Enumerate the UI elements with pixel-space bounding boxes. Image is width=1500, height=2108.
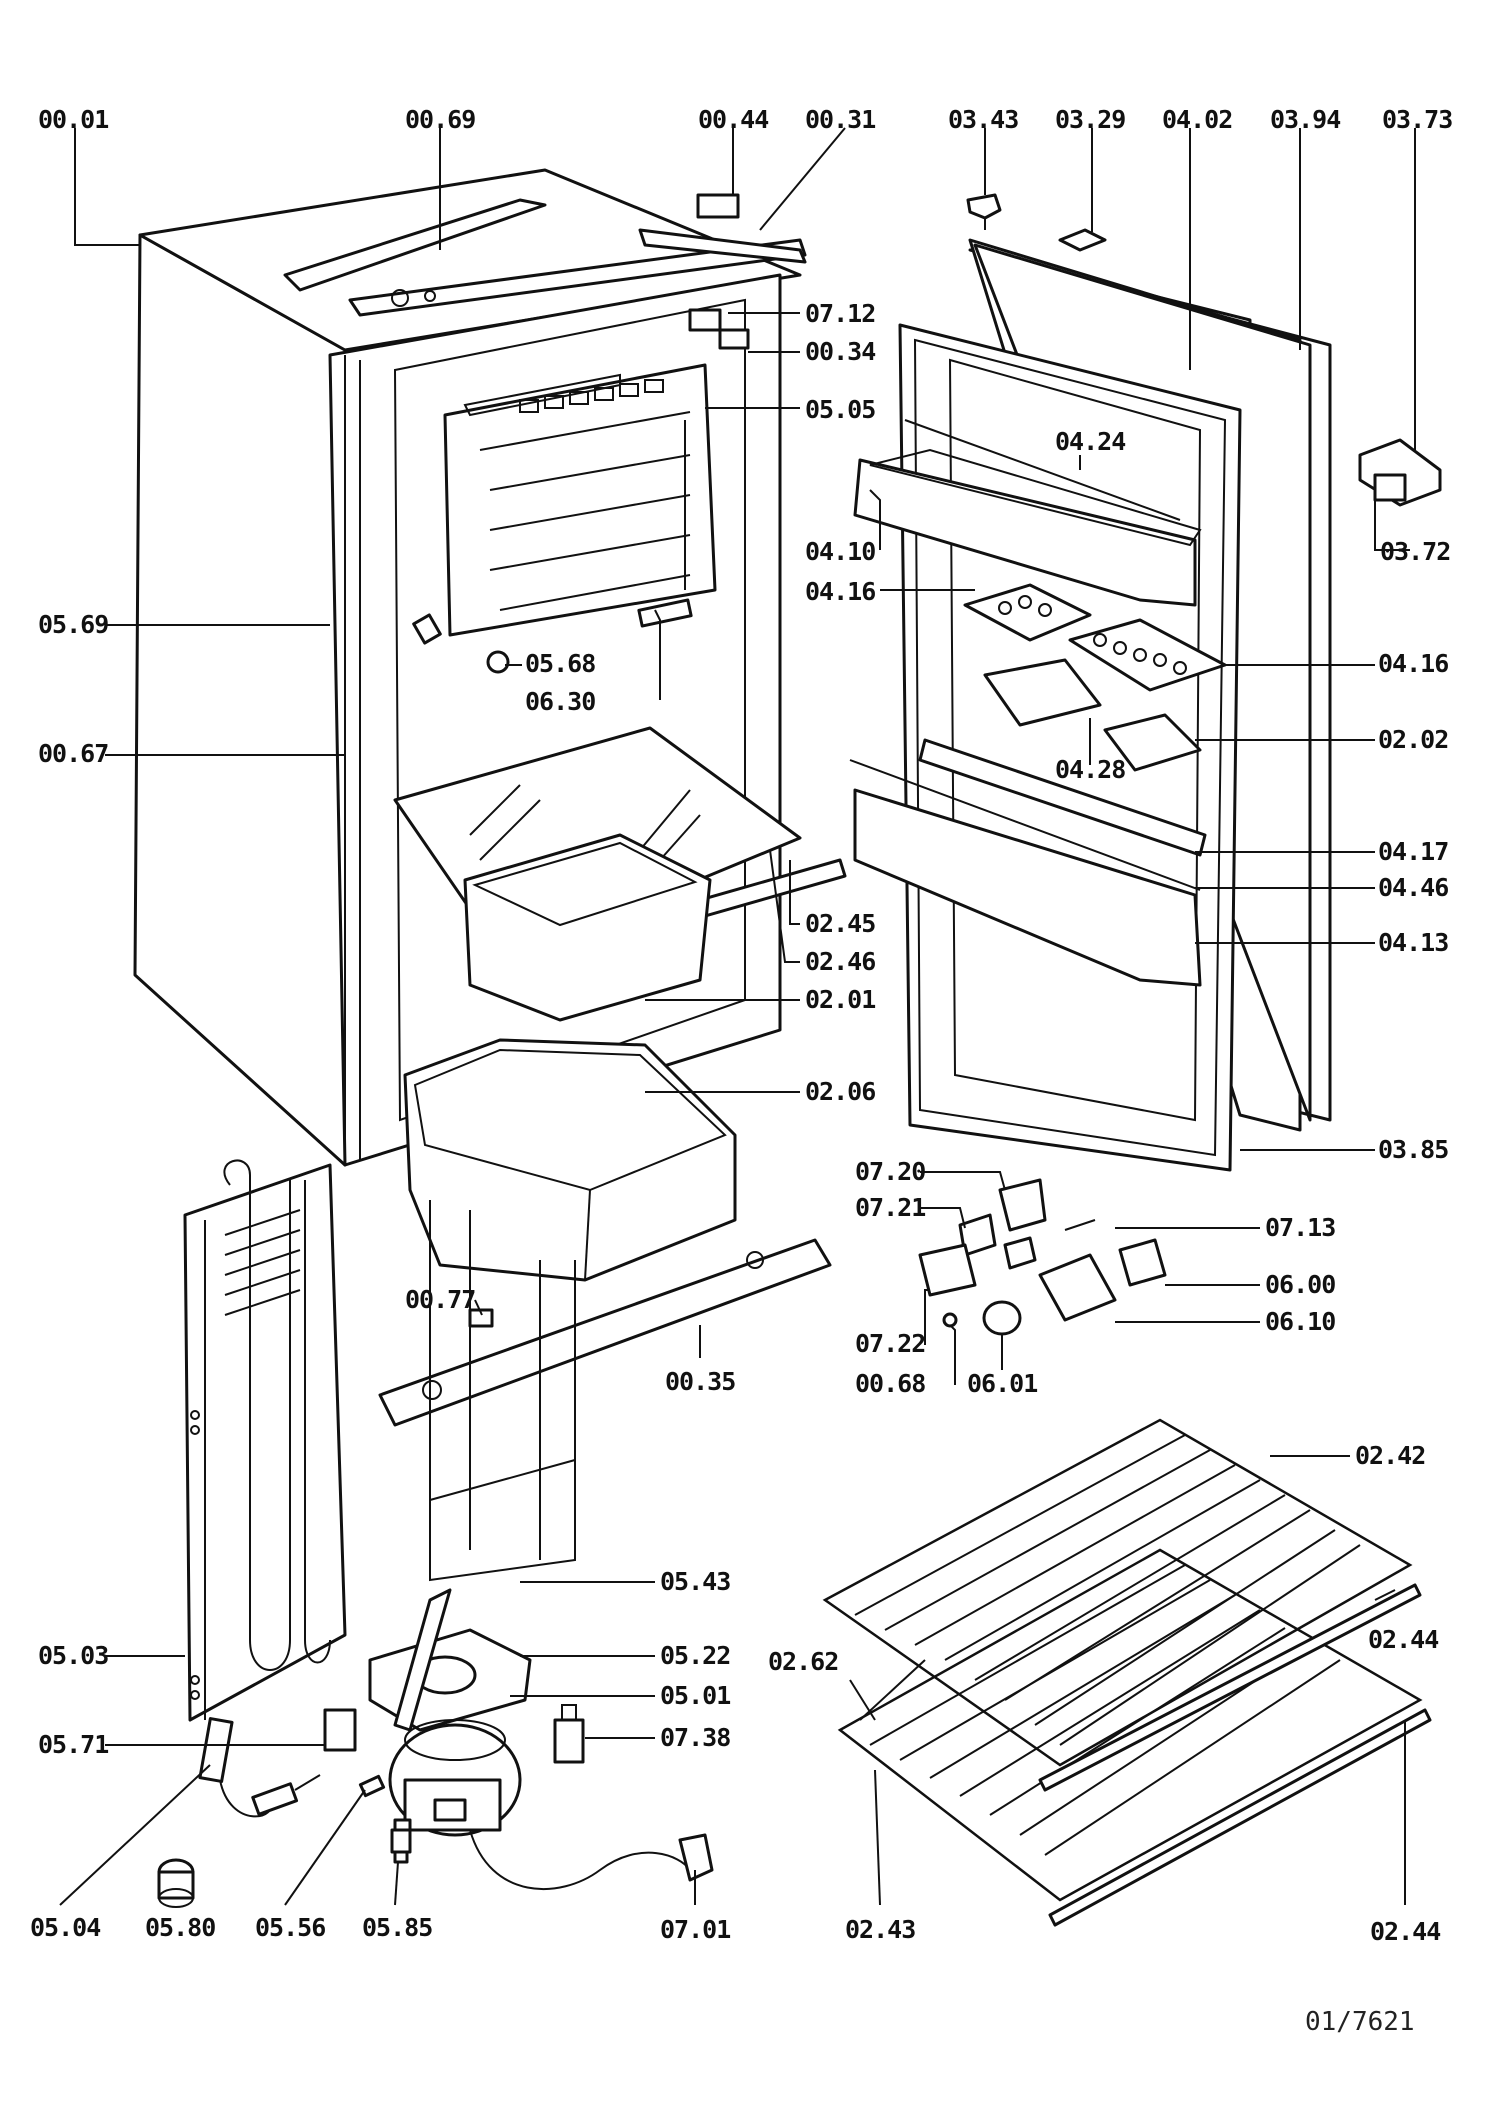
- part-label-05-22: 05.22: [660, 1641, 730, 1670]
- part-label-07-21: 07.21: [855, 1193, 925, 1222]
- part-label-02-43: 02.43: [845, 1915, 915, 1944]
- part-label-00-68: 00.68: [855, 1369, 925, 1398]
- part-label-00-77: 00.77: [405, 1285, 475, 1314]
- part-label-05-85: 05.85: [362, 1913, 432, 1942]
- part-label-05-80: 05.80: [145, 1913, 215, 1942]
- part-label-07-13: 07.13: [1265, 1213, 1335, 1242]
- mounting-rail: [378, 1238, 832, 1427]
- part-label-05-43: 05.43: [660, 1567, 730, 1596]
- part-label-07-38: 07.38: [660, 1723, 730, 1752]
- part-label-07-01: 07.01: [660, 1915, 730, 1944]
- part-label-06-01: 06.01: [967, 1369, 1037, 1398]
- part-label-05-56: 05.56: [255, 1913, 325, 1942]
- part-label-06-30: 06.30: [525, 687, 595, 716]
- crisper-drawer: [403, 1038, 737, 1282]
- part-label-04-13: 04.13: [1378, 928, 1448, 957]
- part-label-00-01: 00.01: [38, 105, 108, 134]
- part-label-04-17: 04.17: [1378, 837, 1448, 866]
- part-label-05-01: 05.01: [660, 1681, 730, 1710]
- part-label-05-71: 05.71: [38, 1730, 108, 1759]
- part-label-02-44-upper: 02.44: [1368, 1625, 1438, 1654]
- part-label-03-29: 03.29: [1055, 105, 1125, 134]
- part-label-07-20: 07.20: [855, 1157, 925, 1186]
- part-label-03-94: 03.94: [1270, 105, 1340, 134]
- part-label-05-05: 05.05: [805, 395, 875, 424]
- part-label-02-02: 02.02: [1378, 725, 1448, 754]
- part-label-00-35: 00.35: [665, 1367, 735, 1396]
- part-label-00-34: 00.34: [805, 337, 875, 366]
- part-label-04-46: 04.46: [1378, 873, 1448, 902]
- part-label-00-69: 00.69: [405, 105, 475, 134]
- part-label-04-10: 04.10: [805, 537, 875, 566]
- part-label-06-10: 06.10: [1265, 1307, 1335, 1336]
- part-label-00-31: 00.31: [805, 105, 875, 134]
- part-label-05-03: 05.03: [38, 1641, 108, 1670]
- part-label-02-44-lower: 02.44: [1370, 1917, 1440, 1946]
- part-label-04-24: 04.24: [1055, 427, 1125, 456]
- part-label-03-73: 03.73: [1382, 105, 1452, 134]
- part-label-02-45: 02.45: [805, 909, 875, 938]
- part-label-02-62: 02.62: [768, 1647, 838, 1676]
- part-label-05-68: 05.68: [525, 649, 595, 678]
- evaporator-plate: [443, 363, 717, 637]
- wire-shelves: [822, 1418, 1432, 1927]
- part-label-00-67: 00.67: [38, 739, 108, 768]
- hinge-parts: [966, 193, 1442, 507]
- rear-condenser: [183, 1159, 347, 1722]
- electrical-parts: [918, 1178, 1167, 1336]
- part-label-02-01: 02.01: [805, 985, 875, 1014]
- part-label-04-16-lower: 04.16: [1378, 649, 1448, 678]
- lower-frame: [429, 1200, 576, 1582]
- fitting-parts: [412, 308, 750, 674]
- part-labels: 00.01 00.69 00.44 00.31 03.43 03.29 04.0…: [30, 105, 1453, 1946]
- part-label-06-00: 06.00: [1265, 1270, 1335, 1299]
- part-label-05-04: 05.04: [30, 1913, 100, 1942]
- part-label-04-28: 04.28: [1055, 755, 1125, 784]
- part-label-05-69: 05.69: [38, 610, 108, 639]
- part-label-02-42: 02.42: [1355, 1441, 1425, 1470]
- drawer-upper: [463, 833, 712, 1022]
- part-label-03-85: 03.85: [1378, 1135, 1448, 1164]
- part-label-02-46: 02.46: [805, 947, 875, 976]
- part-label-02-06: 02.06: [805, 1077, 875, 1106]
- dryer-parts: [157, 1708, 412, 1908]
- compressor-assembly: [368, 1588, 714, 1890]
- part-label-03-43: 03.43: [948, 105, 1018, 134]
- part-label-07-22: 07.22: [855, 1329, 925, 1358]
- drawing-number: 01/7621: [1305, 2007, 1415, 2037]
- part-label-04-16-upper: 04.16: [805, 577, 875, 606]
- part-label-07-12: 07.12: [805, 299, 875, 328]
- leader-lines: [59, 127, 1416, 1906]
- part-label-03-72: 03.72: [1380, 537, 1450, 566]
- part-label-00-44: 00.44: [698, 105, 768, 134]
- part-label-04-02: 04.02: [1162, 105, 1232, 134]
- door-assembly: [849, 238, 1332, 1172]
